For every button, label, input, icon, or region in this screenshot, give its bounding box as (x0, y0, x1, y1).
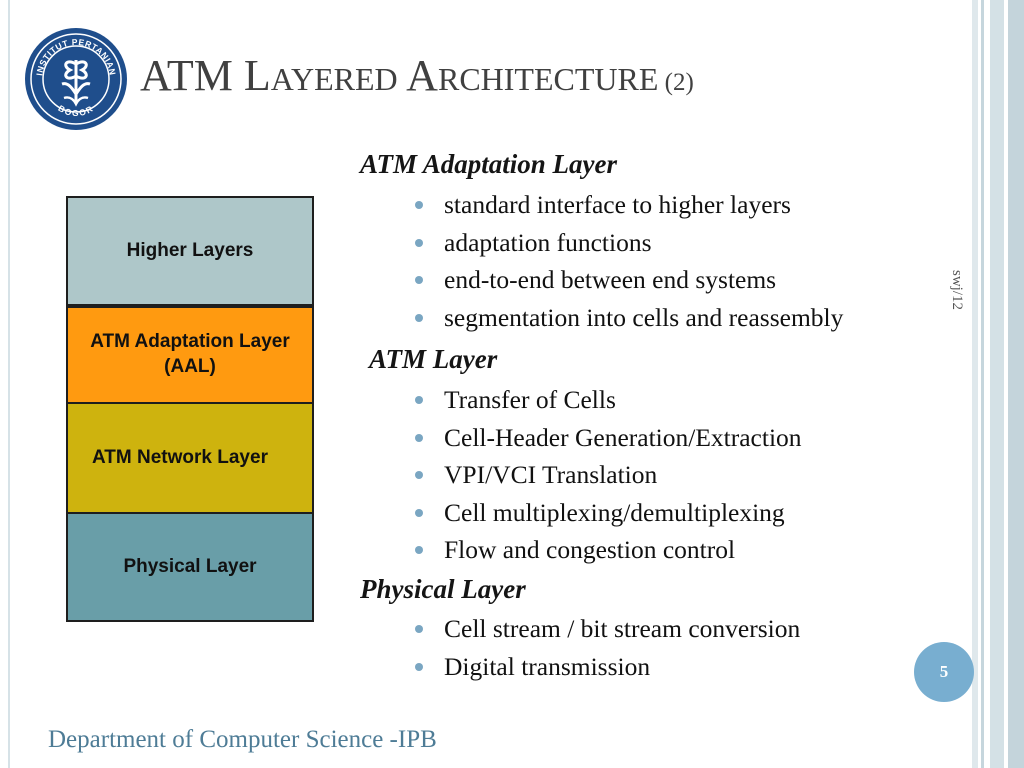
list-item: Cell multiplexing/demultiplexing (412, 494, 802, 532)
bullet-dot-icon (415, 276, 423, 285)
bullet-dot-icon (415, 201, 423, 209)
logo-bottom-text: BOGOR (56, 103, 94, 118)
layer-box-aal: ATM Adaptation Layer (AAL) (66, 306, 314, 404)
bullet-dot-icon (415, 471, 423, 480)
section-heading-physical: Physical Layer (360, 574, 526, 604)
left-border (8, 0, 10, 768)
bullet-list-physical: Cell stream / bit stream conversion Digi… (412, 610, 800, 685)
bullet-dot-icon (415, 433, 423, 442)
list-item: Cell stream / bit stream conversion (412, 610, 800, 648)
layer-box-network: ATM Network Layer (66, 402, 314, 514)
list-item: Flow and congestion control (412, 531, 802, 569)
title-text: ATM L (140, 51, 271, 100)
title-smallcaps-2: RCHITECTURE (437, 61, 659, 97)
decor-stripe (990, 0, 1004, 768)
list-item: Digital transmission (412, 648, 800, 686)
bullet-dot-icon (415, 625, 423, 633)
list-item: Cell-Header Generation/Extraction (412, 419, 802, 457)
bullet-dot-icon (415, 508, 423, 517)
layer-label-network: ATM Network Layer (92, 446, 268, 468)
decor-stripe (981, 0, 984, 768)
layer-label-aal-abbr: (AAL) (164, 356, 216, 377)
section-heading-atm-layer: ATM Layer (369, 344, 498, 374)
layer-label-higher: Higher Layers (126, 239, 254, 261)
page-number-badge: 5 (914, 642, 974, 702)
bullet-dot-icon (415, 313, 423, 322)
section-heading-aal: ATM Adaptation Layer (360, 149, 618, 179)
list-item: standard interface to higher layers (412, 186, 843, 224)
svg-text:BOGOR: BOGOR (56, 103, 95, 118)
layer-label-physical: Physical Layer (123, 555, 257, 577)
title-subtitle-number: (2) (658, 69, 694, 96)
decor-stripe (972, 0, 978, 768)
slide-title: ATM LAYERED ARCHITECTURE (2) (140, 50, 694, 101)
bullet-dot-icon (415, 396, 423, 404)
decor-stripe (1008, 0, 1024, 768)
layer-label-aal: ATM Adaptation Layer (90, 331, 290, 353)
list-item: VPI/VCI Translation (412, 456, 802, 494)
bullet-list-aal: standard interface to higher layers adap… (412, 186, 843, 336)
list-item: adaptation functions (412, 224, 843, 262)
side-note: swj/12 (949, 270, 965, 311)
page-number: 5 (939, 662, 949, 681)
list-item: end-to-end between end systems (412, 261, 843, 299)
title-text-a: A (397, 51, 438, 100)
bullet-list-atm-layer: Transfer of Cells Cell-Header Generation… (412, 381, 802, 569)
list-item: Transfer of Cells (412, 381, 802, 419)
ipb-logo-seal: INSTITUT PERTANIAN BOGOR (25, 28, 127, 130)
footer-text: Department of Computer Science -IPB (48, 726, 437, 753)
layer-box-physical: Physical Layer (66, 512, 314, 622)
bullet-dot-icon (415, 238, 423, 247)
bullet-dot-icon (415, 662, 423, 671)
list-item: segmentation into cells and reassembly (412, 299, 843, 337)
bullet-dot-icon (415, 546, 423, 555)
layer-box-higher: Higher Layers (66, 196, 314, 306)
title-smallcaps-1: AYERED (270, 61, 398, 97)
